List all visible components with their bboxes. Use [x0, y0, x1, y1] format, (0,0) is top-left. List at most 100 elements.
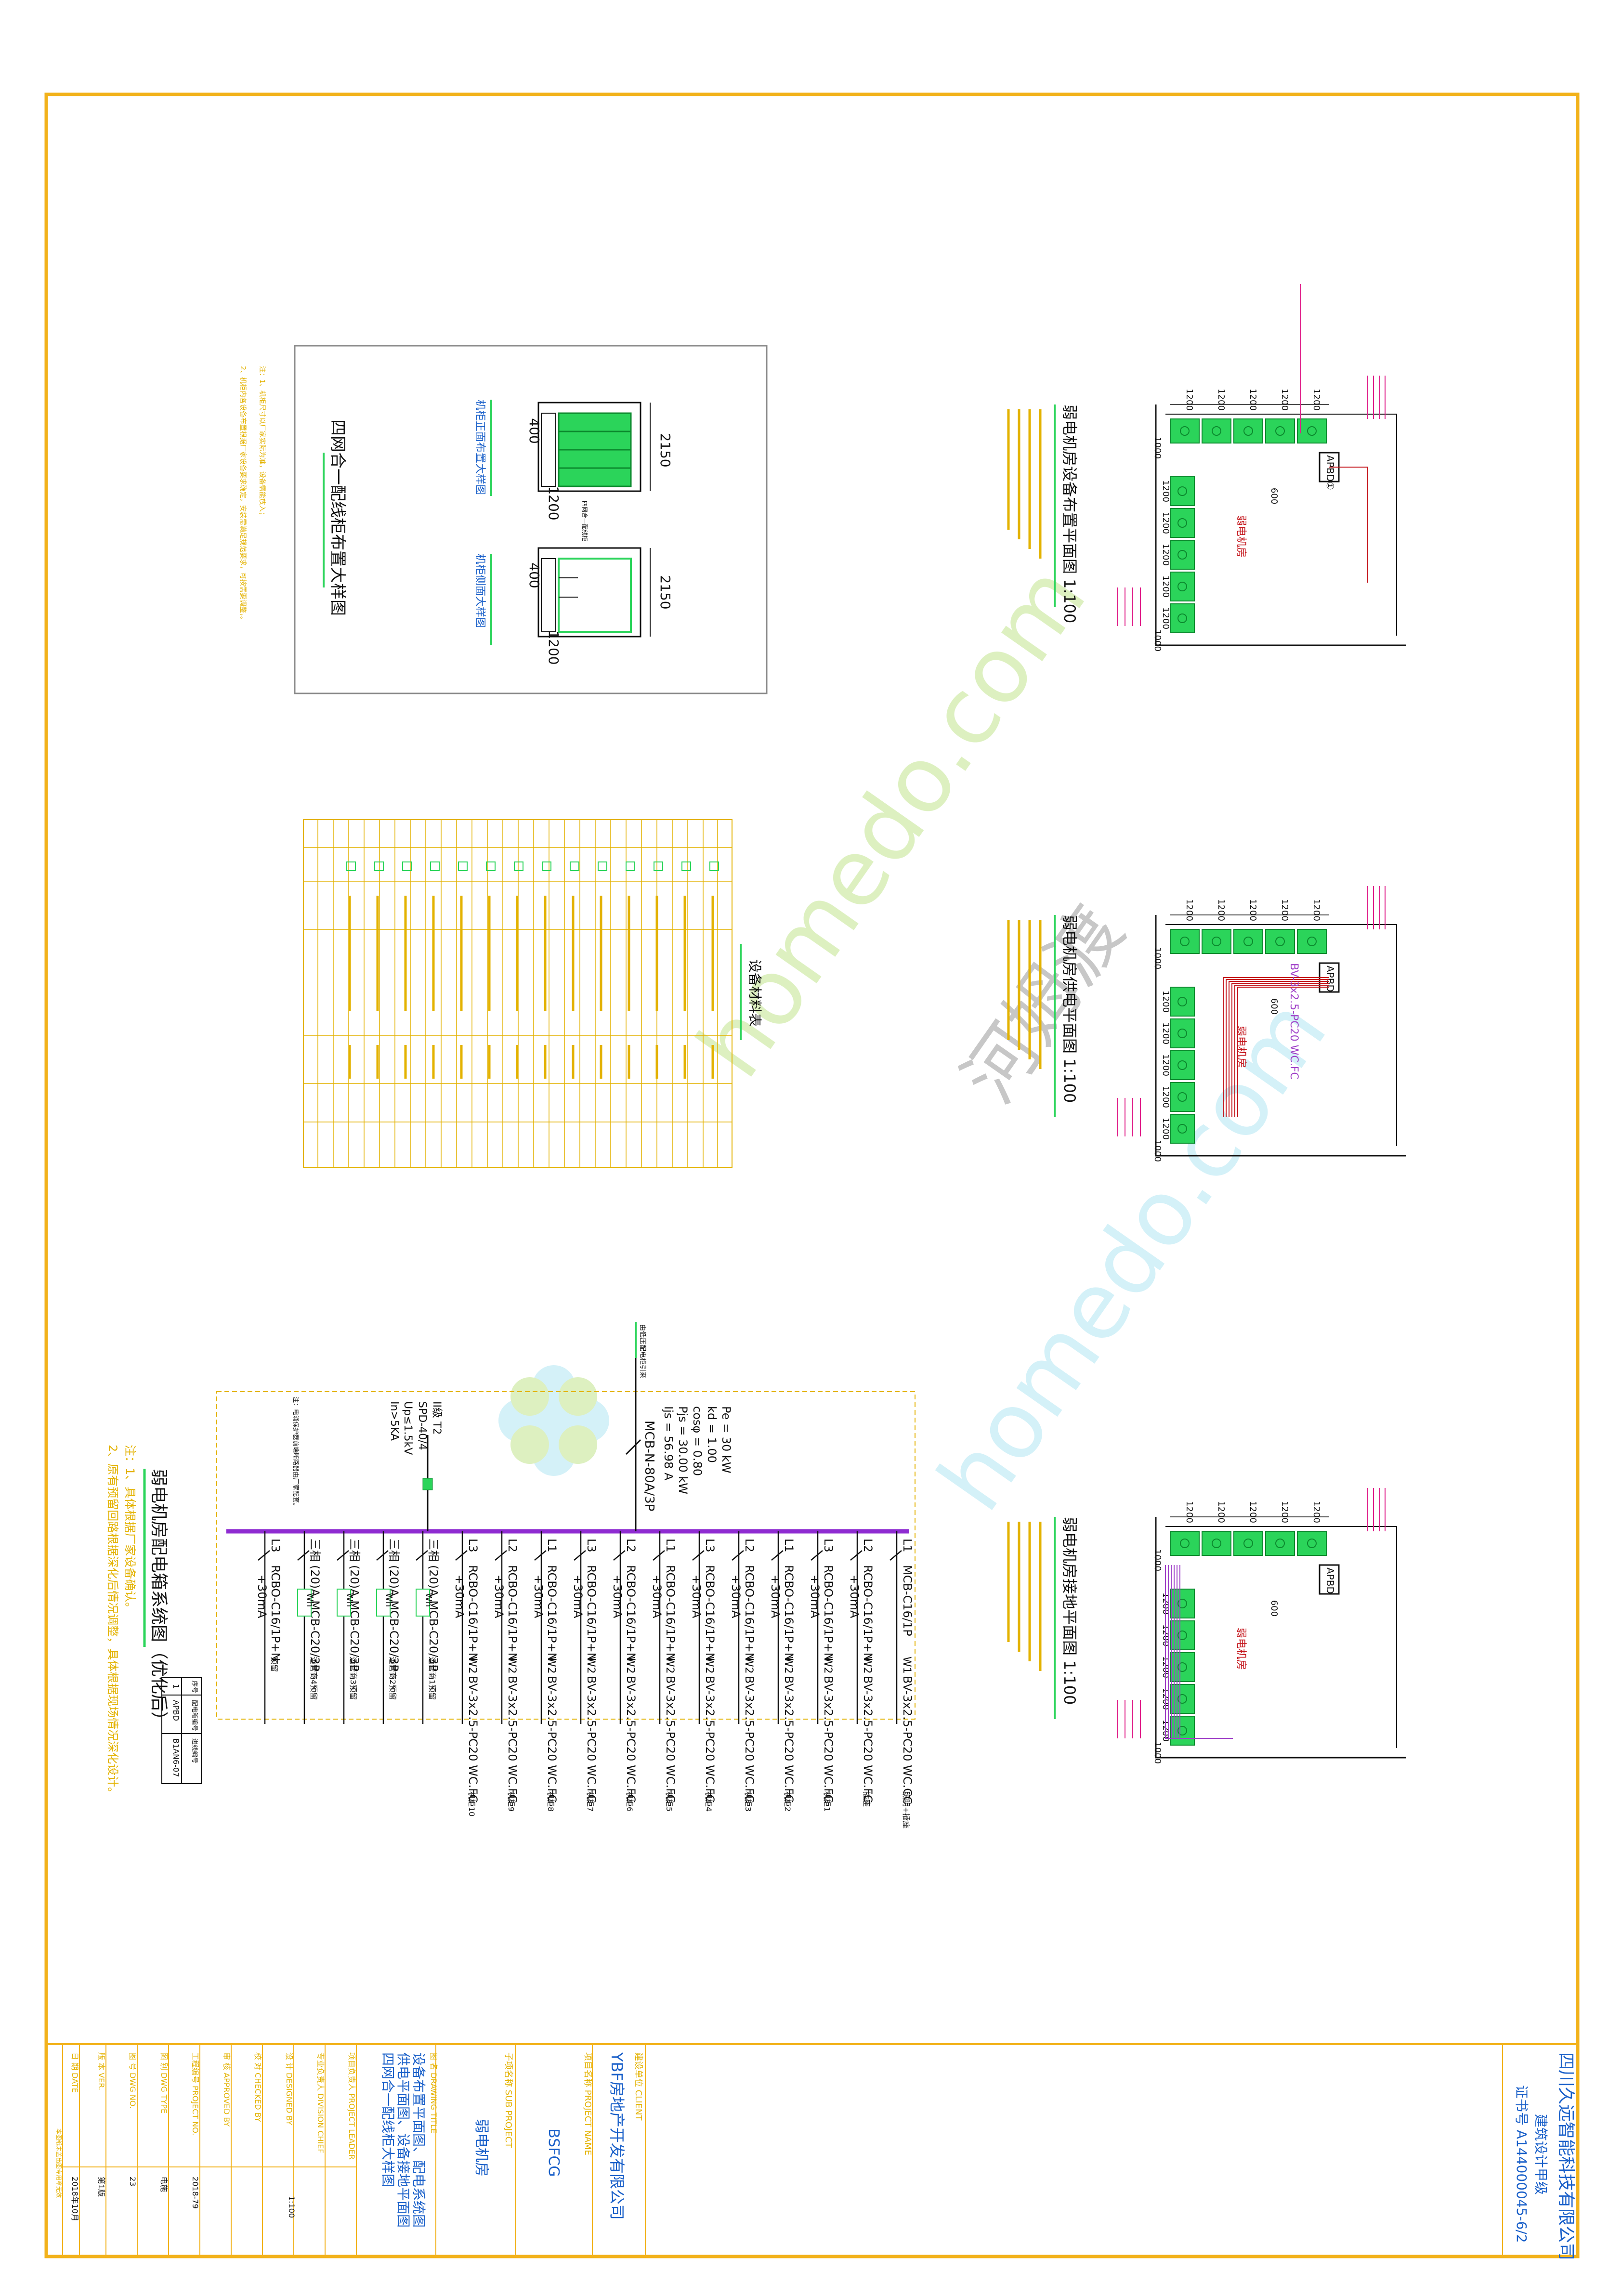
tb-drawing-line-3: 四网合一配线柜大样图 [380, 2052, 396, 2187]
cabinet-side-label: 机柜侧面大样图 [474, 554, 486, 628]
dim-width-front: 2150 [657, 433, 673, 467]
tb-qualification: 建筑设计甲级 [1533, 2114, 1549, 2195]
dim-cabinet-height: 1200 [1161, 1086, 1171, 1108]
apbd-label: APBD① [1324, 455, 1336, 490]
tb-number: 2018-79 [191, 2177, 200, 2209]
cabinet-left [1170, 1050, 1195, 1080]
tb-leader-label: 项目负责人 PROJECT LEADER [347, 2052, 356, 2160]
dim-cabinet-height: 1200 [1161, 480, 1171, 502]
schematic-title: 弱电机房配电箱系统图（优化后） [149, 1469, 169, 1729]
tb-drawing-line-2: 供电平面图、设备接地平面图 [395, 2052, 411, 2228]
dim-cabinet-width: 1200 [1311, 899, 1321, 921]
circuit-rcd: +30mA [571, 1575, 585, 1618]
distribution-schematic: MCB-N-80A/3P Pe = 30 kW kd = 1.00 cosφ =… [106, 1322, 916, 1828]
tb-dwgno: 23 [128, 2177, 137, 2186]
room-tag: 弱电机房 [1235, 1628, 1247, 1670]
plan-title: 弱电机房接地平面图 1:100 [1060, 1517, 1079, 1705]
circuit-breaker: MCB-C16/1P [901, 1565, 914, 1636]
cabinet-top [1170, 418, 1200, 444]
circuit-phase: L3 [269, 1539, 282, 1552]
watermark-flower-icon [498, 1365, 609, 1476]
incoming-ijs: Ijs = 56.98 A [662, 1406, 675, 1481]
circuit-wire-no: W2 [703, 1657, 715, 1674]
circuit-cable: BV-3x2.5-PC20 WC.CC [901, 1676, 914, 1804]
circuit-load: 机柜4 [704, 1791, 713, 1812]
cabinet-top [1297, 929, 1327, 954]
circuit-wire-no: W1 [901, 1657, 913, 1674]
circuit-phase: L1 [782, 1539, 796, 1552]
cabinet-top [1265, 929, 1295, 954]
cabinet-left [1170, 476, 1195, 506]
tb-cert: 证书号 A144000045-6/2 [1514, 2085, 1530, 2243]
dim-door: 600 [1269, 998, 1279, 1015]
incoming-pe: Pe = 30 kW [719, 1406, 733, 1474]
dim-cabinet-width: 1200 [1280, 899, 1290, 921]
tb-version: 第1版 [97, 2177, 106, 2197]
legend-symbol [626, 861, 635, 871]
circuit-phase: L2 [743, 1539, 756, 1552]
circuit-rcd: +30mA [769, 1575, 782, 1618]
circuit-rcd: +30mA [690, 1575, 703, 1618]
legend-symbol [374, 861, 384, 871]
circuit-phase: L1 [901, 1539, 914, 1552]
cabinet-front-annot: 四网合一配线柜 [581, 501, 589, 541]
cabinet-top [1202, 929, 1231, 954]
legend-symbol [681, 861, 691, 871]
circuit-phase: 三相 [308, 1539, 322, 1562]
circuit-wire-no: W2 [861, 1657, 873, 1674]
circuit-cable: BV-3x2.5-PC20 WC.FC [782, 1676, 796, 1803]
tb-client-label: 建设单位 CLIENT [633, 2052, 643, 2121]
dim-cabinet-height: 1200 [1161, 1118, 1171, 1140]
dim-height-side: 1200 [546, 630, 562, 665]
elevation-note-2: 2、机柜内各设备布置根据厂家设备要求确定，安装需满足规范要求，可按需要调整，。 [239, 366, 247, 623]
cabinet-top [1233, 1531, 1263, 1556]
legend-symbol [486, 861, 496, 871]
dim-side: 1000 [1152, 437, 1163, 459]
circuit-breaker: RCBO-C16/1P+N [506, 1565, 519, 1661]
circuit-load: 机柜3 [744, 1791, 753, 1812]
tb-checker-label: 校 对 CHECKED BY [253, 2052, 262, 2122]
cabinet-top [1233, 929, 1263, 954]
circuit-cable: BV-3x2.5-PC20 WC.FC [822, 1676, 835, 1803]
dim-cabinet-width: 1200 [1311, 1501, 1321, 1523]
circuit-breaker: (20)A MCB-C20/3P [308, 1565, 322, 1671]
dim-side: 1000 [1152, 629, 1163, 652]
apbd-label: APBD [1324, 965, 1336, 992]
cabinet-top [1170, 1531, 1200, 1556]
sheet-border [44, 92, 1580, 2258]
legend-symbol [709, 861, 719, 871]
legend-symbol [346, 861, 356, 871]
circuit-breaker: RCBO-C16/1P+N [624, 1565, 638, 1661]
circuit-phase: 三相 [427, 1539, 440, 1562]
circuit-cable: BV-3x2.5-PC20 WC.FC [466, 1676, 480, 1803]
tb-date: 2018年10月 [70, 2177, 79, 2221]
circuit-wire-no: W2 [506, 1657, 518, 1674]
circuit-phase: L2 [506, 1539, 519, 1552]
circuit-load: 运营商2预留 [388, 1657, 397, 1700]
circuit-cable: BV-3x2.5-PC20 WC.FC [506, 1676, 519, 1803]
legend-symbol [430, 861, 440, 871]
cabinet-top [1202, 418, 1231, 444]
cabinet-left [1170, 508, 1195, 538]
schematic-note-1: 注：1、具体根据厂家设备确认。 [123, 1445, 137, 1614]
legend-rows [346, 861, 719, 1079]
incoming-breaker: MCB-N-80A/3P [642, 1421, 656, 1512]
apbd-label: APBD [1324, 1567, 1336, 1594]
cabinet-top [1297, 1531, 1327, 1556]
circuit-rcd: +30mA [492, 1575, 506, 1618]
tb-version-label: 版 本 VER. [97, 2052, 106, 2090]
circuit-load: 运营商3预留 [349, 1657, 358, 1700]
legend-symbol [514, 861, 523, 871]
